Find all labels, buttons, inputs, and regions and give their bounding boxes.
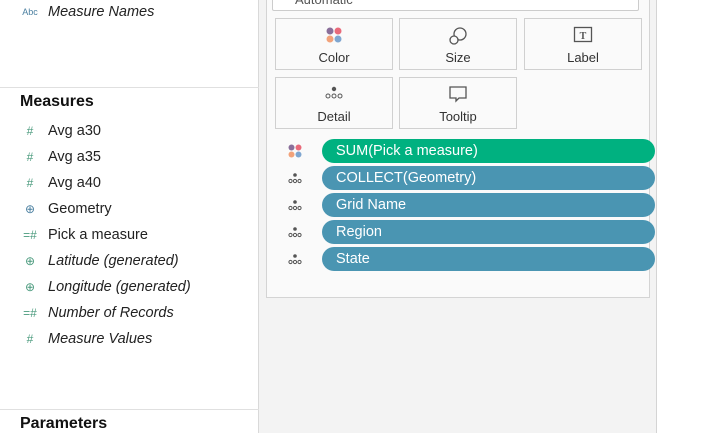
field-pill[interactable]: SUM(Pick a measure) [322, 139, 655, 163]
field-label: Latitude (generated) [48, 253, 179, 269]
field-pill[interactable]: Grid Name [322, 193, 655, 217]
detail-icon[interactable] [284, 253, 306, 265]
field-label: Number of Records [48, 305, 174, 321]
field-number-of-records[interactable]: =# Number of Records [0, 302, 174, 324]
color-button[interactable]: Color [275, 18, 393, 70]
number-icon: # [26, 124, 34, 138]
calculated-number-icon: =# [23, 306, 37, 320]
field-label: Pick a measure [48, 227, 148, 243]
field-pick-a-measure[interactable]: =# Pick a measure [0, 224, 148, 246]
size-icon [449, 27, 467, 45]
detail-label: Detail [317, 109, 351, 124]
field-avg-a40[interactable]: # Avg a40 [0, 172, 101, 194]
marks-pill-row: State [284, 247, 664, 271]
field-label: Geometry [48, 201, 112, 217]
tooltip-label: Tooltip [439, 109, 477, 124]
number-icon: # [26, 332, 34, 346]
mark-type-value: Automatic [295, 0, 353, 7]
size-label: Size [445, 50, 471, 65]
color-icon [326, 27, 342, 43]
field-label: Avg a35 [48, 149, 101, 165]
field-label: Measure Values [48, 331, 153, 347]
label-icon: T [573, 26, 593, 43]
field-geometry[interactable]: ⊕ Geometry [0, 198, 112, 220]
field-label: Longitude (generated) [48, 279, 191, 295]
field-label: Avg a40 [48, 175, 101, 191]
marks-shelf-area: Automatic Color Size T Label Detail Tool… [259, 0, 657, 433]
marks-pill-row: SUM(Pick a measure) [284, 139, 664, 163]
tooltip-button[interactable]: Tooltip [399, 77, 517, 129]
marks-card: Automatic Color Size T Label Detail Tool… [266, 0, 655, 298]
globe-icon: ⊕ [24, 280, 36, 294]
size-button[interactable]: Size [399, 18, 517, 70]
globe-icon: ⊕ [24, 202, 36, 216]
globe-icon: ⊕ [24, 254, 36, 268]
detail-icon [325, 86, 343, 99]
label-label: Label [567, 50, 599, 65]
field-pill[interactable]: State [322, 247, 655, 271]
abc-icon: Abc [22, 7, 38, 17]
divider [0, 87, 259, 88]
tooltip-icon [449, 86, 467, 103]
parameters-heading: Parameters [20, 415, 108, 432]
number-icon: # [26, 176, 34, 190]
field-latitude-generated[interactable]: ⊕ Latitude (generated) [0, 250, 179, 272]
field-pill[interactable]: Region [322, 220, 655, 244]
svg-text:T: T [580, 31, 587, 42]
detail-button[interactable]: Detail [275, 77, 393, 129]
field-avg-a35[interactable]: # Avg a35 [0, 146, 101, 168]
measures-heading: Measures [20, 93, 94, 110]
number-icon: # [26, 150, 34, 164]
label-button[interactable]: T Label [524, 18, 642, 70]
field-pill[interactable]: COLLECT(Geometry) [322, 166, 655, 190]
field-label: Avg a30 [48, 123, 101, 139]
field-measure-values[interactable]: # Measure Values [0, 328, 153, 350]
detail-icon[interactable] [284, 199, 306, 211]
mark-type-dropdown[interactable]: Automatic [272, 0, 639, 11]
marks-pill-row: COLLECT(Geometry) [284, 166, 664, 190]
field-measure-names[interactable]: Abc Measure Names [0, 1, 154, 23]
divider [0, 409, 259, 410]
detail-icon[interactable] [284, 172, 306, 184]
color-icon[interactable] [284, 144, 306, 158]
field-label: Measure Names [48, 4, 155, 20]
color-label: Color [318, 50, 350, 65]
detail-icon[interactable] [284, 226, 306, 238]
field-avg-a30[interactable]: # Avg a30 [0, 120, 101, 142]
calculated-number-icon: =# [23, 228, 37, 242]
marks-pill-row: Region [284, 220, 664, 244]
field-longitude-generated[interactable]: ⊕ Longitude (generated) [0, 276, 191, 298]
marks-pill-row: Grid Name [284, 193, 664, 217]
data-pane: Abc Measure Names Measures # Avg a30 # Avg … [0, 0, 259, 433]
